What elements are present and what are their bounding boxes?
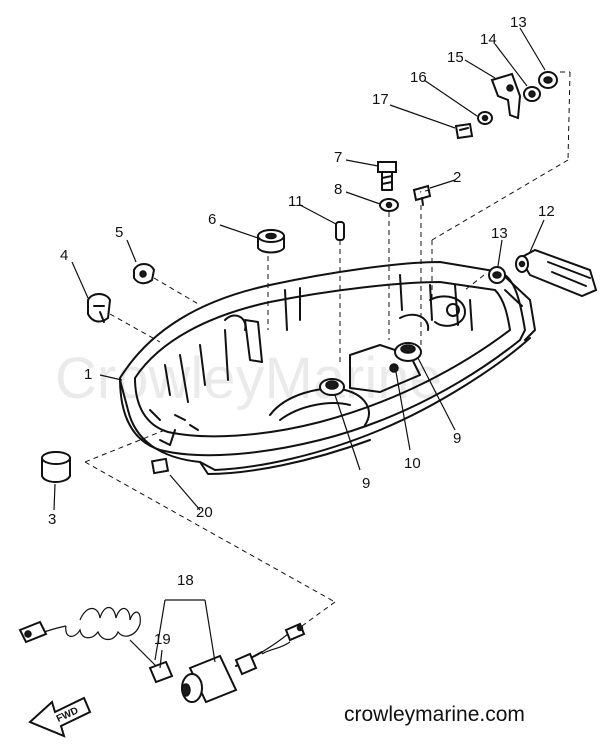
grommet-9b <box>394 342 422 362</box>
callout-13a: 13 <box>510 14 527 31</box>
callout-19: 19 <box>154 631 171 648</box>
callout-11: 11 <box>288 193 304 210</box>
bolt-7 <box>377 161 397 191</box>
callout-3: 3 <box>48 511 56 528</box>
grommet-13b <box>488 266 506 284</box>
bottom-cowling <box>119 261 536 475</box>
callout-10: 10 <box>404 455 421 472</box>
grommet-9a <box>319 378 345 396</box>
callouts: 1 2 3 4 5 6 7 8 9 9 9 10 11 12 13 13 14 … <box>48 14 555 648</box>
callout-14: 14 <box>480 31 497 48</box>
grommet-13a <box>538 71 558 89</box>
part-10 <box>389 363 399 373</box>
part-14 <box>523 86 541 102</box>
part-5 <box>133 263 156 285</box>
callout-13b: 13 <box>491 225 508 242</box>
callout-8: 8 <box>334 181 342 198</box>
callout-7: 7 <box>334 149 342 166</box>
part-4 <box>87 293 112 323</box>
fitting-6 <box>257 229 285 254</box>
pin-11 <box>335 221 345 241</box>
screw-2 <box>412 184 432 206</box>
callout-12: 12 <box>538 203 555 220</box>
site-url: crowleymarine.com <box>344 703 525 726</box>
callout-9a: 9 <box>362 475 370 492</box>
callout-15: 15 <box>447 49 464 66</box>
callout-16: 16 <box>410 69 427 86</box>
callout-2: 2 <box>453 169 461 186</box>
callout-6: 6 <box>208 211 216 228</box>
callout-18: 18 <box>177 572 194 589</box>
callout-1: 1 <box>84 366 92 383</box>
callout-20: 20 <box>196 504 213 521</box>
nut-8 <box>379 198 399 212</box>
fwd-arrow-icon: FWD <box>28 696 92 738</box>
lanyard-switch-18 <box>18 606 306 704</box>
nut-16 <box>477 111 493 125</box>
callout-17: 17 <box>372 91 389 108</box>
callout-4: 4 <box>60 247 68 264</box>
plug-3 <box>41 451 71 483</box>
callout-9b: 9 <box>453 430 461 447</box>
leader-lines <box>53 27 571 669</box>
label-20 <box>150 457 170 475</box>
callout-5: 5 <box>115 224 123 241</box>
handle-12 <box>515 248 598 298</box>
screw-17 <box>454 122 474 140</box>
bracket-15 <box>490 72 522 120</box>
